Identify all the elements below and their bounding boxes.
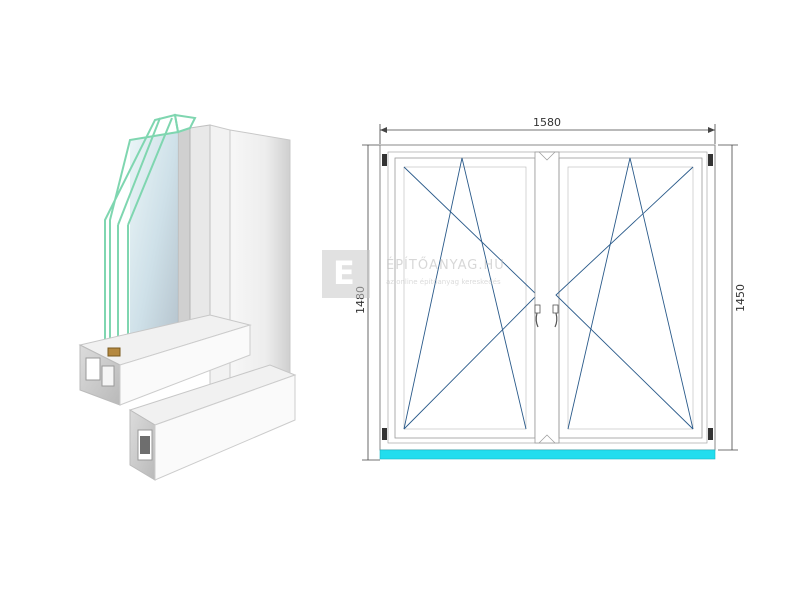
window-profile-cross-section xyxy=(78,113,297,481)
watermark-logo: E xyxy=(322,250,370,298)
watermark-title: ÉPÍTŐANYAG.HU xyxy=(386,258,505,273)
hinge-icon xyxy=(382,428,387,440)
window-handle-icon xyxy=(534,304,541,328)
height-inner-dimension: 1450 xyxy=(718,144,747,451)
triple-glazing xyxy=(104,113,197,368)
watermark-logo-letter: E xyxy=(333,254,355,292)
hinge-icon xyxy=(708,428,713,440)
window-sill xyxy=(379,449,716,460)
window-handle-icon xyxy=(552,304,559,328)
height-inner-label: 1450 xyxy=(734,284,747,312)
hinge-icon xyxy=(382,154,387,166)
watermark: E ÉPÍTŐANYAG.HU az online építőanyag ker… xyxy=(322,250,542,302)
window-technical-drawing: 1580 1480 1450 xyxy=(354,116,747,461)
right-sash xyxy=(555,157,703,439)
width-dimension: 1580 xyxy=(379,116,716,144)
bottom-sash-profile xyxy=(78,314,252,406)
width-label: 1580 xyxy=(533,116,561,129)
center-mullion xyxy=(534,151,560,444)
height-outer-dimension: 1480 xyxy=(354,144,380,461)
bottom-frame-profile xyxy=(128,364,297,481)
watermark-subtitle: az online építőanyag kereskedés xyxy=(386,278,501,286)
hinge-icon xyxy=(708,154,713,166)
